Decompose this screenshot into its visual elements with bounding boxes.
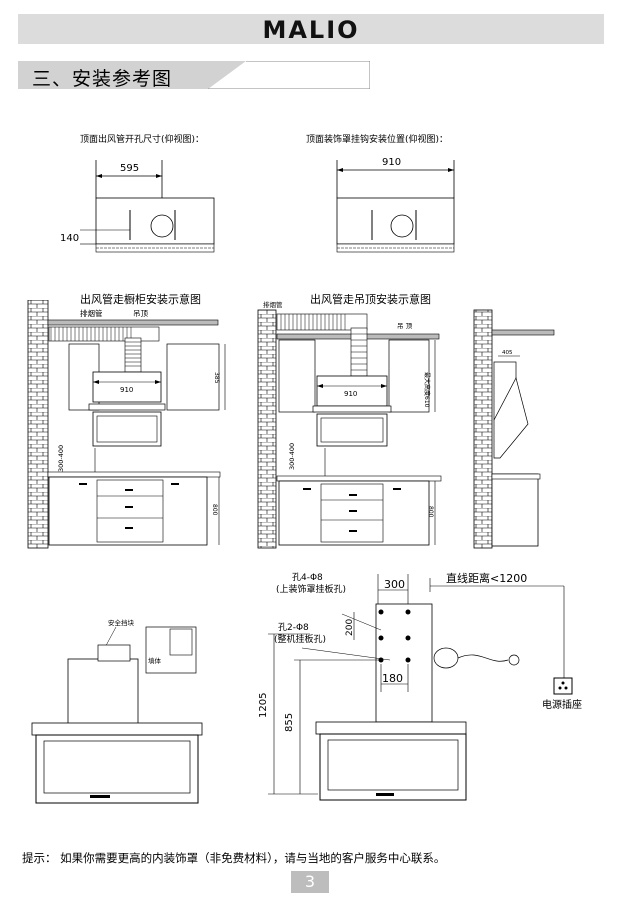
fig2-hook-diagram: 910 [336, 157, 455, 253]
fig7-hole2-note: (整机挂板孔) [274, 633, 326, 645]
fig5-side-view-diagram: 405 201 [473, 309, 555, 549]
header-bar: MALIO [18, 14, 604, 44]
fig4-pipe-label: 排烟管 [263, 300, 283, 309]
fig5-dim-a: 405 [502, 350, 513, 356]
fig1-height-label: 140 [60, 233, 79, 244]
fig6-front-view-diagram: 安全挡块 填体 [31, 618, 203, 804]
fig7-dim-300: 300 [384, 578, 405, 591]
fig7-dim-855: 855 [284, 713, 295, 732]
fig6-baffle-label: 安全挡块 [108, 618, 135, 627]
fig3-right-dim: 385 [213, 372, 220, 384]
page-number: 3 [291, 871, 329, 893]
fig3-cabinet-install-diagram: 排烟管 吊顶 910 385 300-400 800 [27, 300, 226, 549]
fig4-ceiling-install-diagram: 排烟管 吊 顶 910 最大高度610 300-400 800 [257, 300, 442, 549]
fig1-top-hole-diagram: 595 140 [60, 160, 215, 253]
fig7-distance-label: 直线距离<1200 [446, 571, 527, 585]
fig3-pipe-label: 排烟管 [80, 308, 103, 318]
fig4-caption: 出风管走吊顶安装示意图 [310, 293, 431, 306]
fig7-hole4-note: (上装饰罩挂板孔) [276, 583, 346, 595]
fig3-cabinet-height: 800 [211, 504, 218, 516]
fig7-hole4: 孔4-Φ8 [292, 572, 323, 583]
section-header: 三、安装参考图 [18, 61, 370, 90]
fig3-gap-label: 300-400 [57, 445, 65, 472]
fig2-caption: 顶面装饰罩挂钩安装位置(仰视图)： [306, 135, 449, 145]
fig2-width-label: 910 [382, 157, 401, 168]
fig7-dim-180: 180 [382, 672, 403, 685]
fig7-hole2: 孔2-Φ8 [278, 622, 309, 633]
fig7-socket-label: 电源插座 [542, 698, 582, 711]
fig6-fill-label: 填体 [148, 656, 162, 665]
fig3-width-label: 910 [120, 386, 133, 394]
fig1-width-label: 595 [120, 163, 139, 174]
fig7-mounting-dimensions-diagram: 孔4-Φ8 (上装饰罩挂板孔) 300 直线距离<1200 200 孔2-Φ8 … [258, 571, 582, 801]
section-title: 三、安装参考图 [32, 68, 173, 90]
fig7-dim-200: 200 [345, 619, 355, 636]
brand-logo: MALIO [262, 16, 360, 44]
fig3-caption: 出风管走橱柜安装示意图 [80, 293, 201, 306]
fig4-width-label: 910 [344, 390, 357, 398]
fig3-ceiling-label: 吊顶 [133, 309, 148, 318]
fig1-caption: 顶面出风管开孔尺寸(仰视图)： [80, 135, 205, 145]
fig4-gap-label: 300-400 [288, 443, 296, 470]
fig7-dim-1205: 1205 [258, 693, 269, 718]
fig4-ceiling-label: 吊 顶 [397, 322, 413, 330]
fig4-cabinet-height: 800 [427, 506, 434, 518]
section-banner-shape [18, 61, 370, 89]
fig4-right-dim: 最大高度610 [423, 372, 431, 408]
footer-tip: 提示： 如果你需要更高的内装饰罩（非免费材料），请与当地的客户服务中心联系。 [22, 851, 446, 865]
